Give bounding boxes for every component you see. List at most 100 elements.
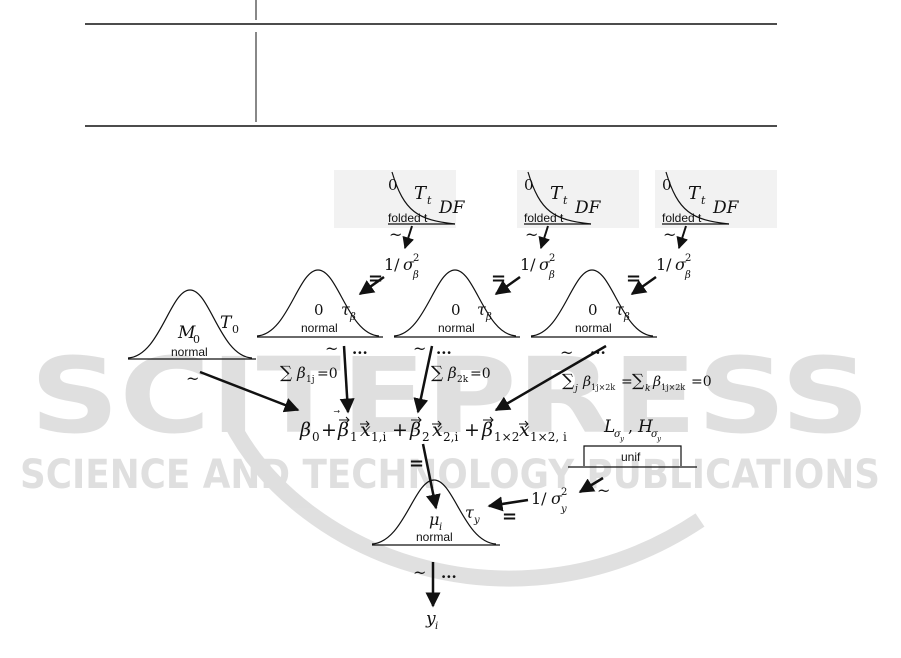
equals-y: = [502,506,517,527]
lp-equals: = [409,453,424,474]
hyper-arrow [538,225,550,250]
hyper-T: T [688,183,702,204]
constraint3-eq: = [621,374,633,390]
unif-L-sub: σ [614,429,622,440]
likelihood-tau: τ [465,503,475,522]
hyper-arrow [676,225,688,250]
unif-H: H [637,417,654,437]
likelihood-dist-label: normal [416,530,453,544]
folded-t-prior-2: 0 T t DF folded t ~ 1/ σ 2 β = [491,171,602,296]
hyper-DF: DF [438,198,466,218]
beta2-dist-label: normal [438,321,475,335]
precision-beta-1-sub: β [412,270,419,281]
likelihood-ellipsis: ... [441,564,457,582]
hyper-T: T [550,183,564,204]
hyper-T: T [414,183,428,204]
hyper-DF: DF [712,198,740,218]
precision-beta-3-sigma: σ [675,255,687,274]
constraint3-beta2: β [652,374,661,390]
beta3-tau-sub: β [623,312,630,323]
precision-beta-1-sigma: σ [403,255,415,274]
hyper-zero: 0 [388,176,398,194]
intercept-tilde: ~ [186,369,199,388]
constraint1-sum: ∑ [280,363,292,383]
hyper-tilde: ~ [525,225,538,244]
vector-arrows [339,416,529,428]
constraint3-sumk: ∑ [632,371,644,391]
beta2-tau-sub: β [485,312,492,323]
precision-arrow-3 [630,275,657,296]
precision-y-arrow [487,496,529,512]
lp-x12: x [519,419,530,441]
beta2-tau: τ [477,300,487,319]
beta3-arrow [494,344,607,412]
constraint2-eq: =0 [470,366,491,382]
precision-beta-3-sq: 2 [685,253,691,264]
watermark-swoosh [222,416,705,587]
hyper-T-sub: t [563,194,568,207]
beta1-dist-label: normal [301,321,338,335]
watermark: SCITEPRESS SCIENCE AND TECHNOLOGY PUBLIC… [20,335,880,587]
constraint3-sub2: 1j×2k [661,383,685,392]
constraint1-beta: β [296,364,306,382]
lp-b0: β [299,419,311,441]
hyper-dist-label: folded t [388,211,428,225]
unif-tilde: ~ [597,481,610,500]
beta1-ellipsis: ... [352,340,368,358]
intercept-prec: T [220,313,233,333]
normal-curve [127,289,253,359]
lp-x2: x [432,419,443,441]
hyper-tilde: ~ [389,225,402,244]
lp-b0-sub: 0 [312,430,320,444]
folded-t-curve [527,171,592,225]
beta1-tilde: ~ [325,339,338,358]
constraint3-end: =0 [691,374,712,390]
hyper-tilde: ~ [663,225,676,244]
beta3-dist-label: normal [575,321,612,335]
lp-b2: β [409,419,421,441]
unif-H-sub: σ [651,429,659,440]
hyper-arrow [402,225,414,250]
uniform-prior: L σ y , H σ y unif ~ 1/ σ 2 y = [487,417,697,527]
unif-L: L [603,417,615,437]
equals-3: = [626,268,641,289]
constraint1-eq: =0 [317,366,338,382]
beta3-tilde: ~ [560,343,573,362]
vec-b12 [483,416,494,424]
lp-b1: β [337,419,349,441]
normal-curve [393,269,517,337]
beta1-tau-sub: β [349,312,356,323]
constraint3-j: j [573,384,578,394]
constraint2-sum: ∑ [431,363,443,383]
lp-plus-1: + [321,419,337,441]
beta2-ellipsis: ... [436,340,452,358]
hyper-zero: 0 [662,176,672,194]
precision-beta-2-sigma: σ [539,255,551,274]
likelihood-tilde: ~ [413,563,426,582]
vec-x2 [432,420,442,428]
precision-beta-1-sq: 2 [413,253,419,264]
watermark-main: SCITEPRESS [30,335,870,457]
lp-plus-3: + [464,419,480,441]
constraint3-sumj: ∑ [562,371,574,391]
beta1-tau: τ [341,300,351,319]
precision-beta-3-num: 1/ [656,255,672,274]
hyper-DF: DF [574,198,602,218]
vec-x12 [519,420,529,428]
intercept-dist-label: normal [171,345,208,359]
lp-x12-sub: 1×2, i [530,430,567,444]
likelihood-mu: μ [429,510,439,529]
normal-curve [530,269,654,337]
constraint1-sub: 1j [306,375,315,385]
precision-beta-2-sq: 2 [549,253,555,264]
unif-comma: , [628,417,633,436]
intercept-prec-sub: 0 [232,323,239,336]
precision-arrow-2 [494,275,521,296]
unif-arrow [578,476,604,494]
folded-t-prior-3: 0 T t DF folded t ~ 1/ σ 2 β = [626,171,740,296]
intercept-arrow [199,370,300,413]
lp-x1: x [360,419,371,441]
precision-y-sub: y [560,504,567,515]
hyperprior-shade-2 [517,170,639,228]
folded-t-curve [665,171,730,225]
